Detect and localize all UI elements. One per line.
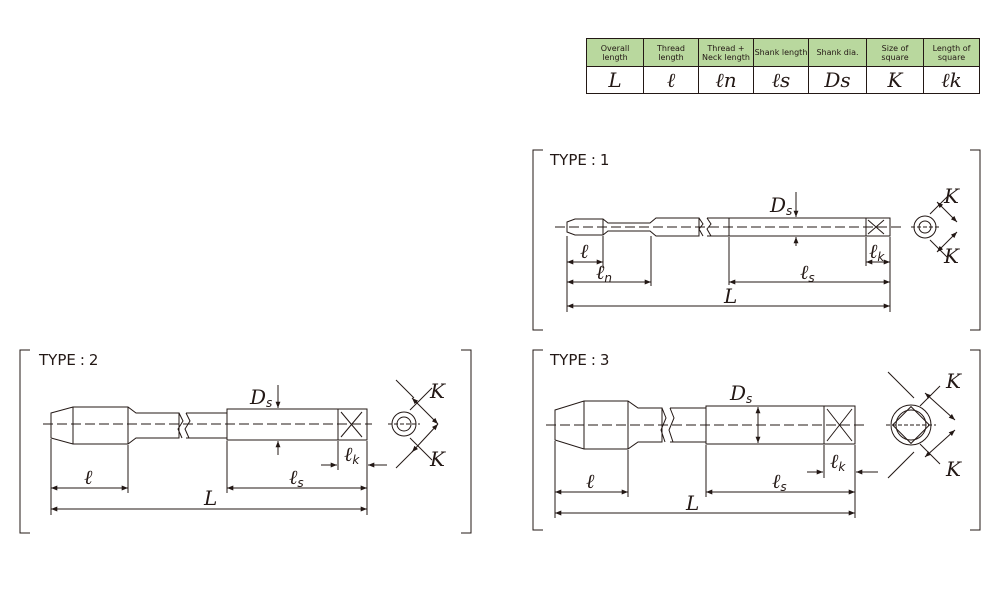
- type1-end-view: [911, 215, 939, 239]
- type1-bracket-right: [970, 149, 981, 331]
- type3-extension-lines: [554, 441, 856, 518]
- symbol-ell-n: ℓn: [698, 66, 754, 94]
- type1-tap-body: [566, 217, 891, 237]
- type2-ellk-label: ℓk: [344, 442, 360, 467]
- type2-Ds-label: Ds: [249, 385, 272, 410]
- type2-tap-body: [50, 406, 368, 445]
- symbol-K: K: [866, 66, 924, 94]
- header-shank-length: Shank length: [753, 38, 809, 67]
- type2-extension-lines: [50, 439, 368, 515]
- type1-elln-label: ℓn: [596, 260, 612, 285]
- type1-bracket-left: [532, 149, 543, 331]
- type3-bracket-left: [532, 349, 543, 531]
- type2-K-dimension: [395, 379, 439, 469]
- type3-K-dimension: [887, 371, 956, 479]
- type3-K-label-top: K: [945, 369, 962, 393]
- type2-diagram: [19, 349, 472, 534]
- header-thread-neck-length: Thread + Neck length: [698, 38, 754, 67]
- type3-ell-label: ℓ: [586, 469, 595, 493]
- header-overall-length: Overall length: [586, 38, 644, 67]
- type2-end-view: [388, 411, 420, 437]
- type3-end-view: [886, 404, 936, 446]
- type3-ells-label: ℓs: [772, 469, 787, 494]
- type2-title: TYPE:2: [38, 351, 98, 369]
- type2-L-label: L: [203, 486, 217, 510]
- symbol-L: L: [586, 66, 644, 94]
- type1-diagram: [532, 149, 981, 331]
- dimension-legend-table: Overall length Thread length Thread + Ne…: [586, 38, 980, 94]
- header-thread-length: Thread length: [643, 38, 699, 67]
- type3-Ds-label: Ds: [729, 381, 752, 406]
- type2-bracket-left: [19, 349, 30, 534]
- type1-title: TYPE:1: [549, 151, 609, 169]
- type3-bracket-right: [970, 349, 981, 531]
- type3-K-label-bottom: K: [945, 457, 962, 481]
- header-shank-dia: Shank dia.: [808, 38, 867, 67]
- type1-ellk-label: ℓk: [869, 239, 885, 264]
- type1-Ds-label: Ds: [769, 193, 792, 218]
- header-length-of-square: Length of square: [923, 38, 980, 67]
- legend-symbol-row: L ℓ ℓn ℓs Ds K ℓk: [586, 66, 980, 94]
- type2-K-label-bottom: K: [429, 447, 446, 471]
- symbol-ell: ℓ: [643, 66, 699, 94]
- type2-bracket-right: [461, 349, 472, 534]
- type2-K-label-top: K: [429, 379, 446, 403]
- symbol-ell-s: ℓs: [753, 66, 809, 94]
- type1-K-label-top: K: [943, 184, 960, 208]
- type1-L-label: L: [723, 284, 737, 308]
- type3-diagram: [532, 349, 981, 531]
- type1-K-dimension: [929, 195, 958, 259]
- type3-ellk-label: ℓk: [830, 449, 846, 474]
- header-size-of-square: Size of square: [866, 38, 924, 67]
- type1-ells-label: ℓs: [800, 260, 815, 285]
- type1-K-label-bottom: K: [943, 244, 960, 268]
- legend-header-row: Overall length Thread length Thread + Ne…: [586, 38, 980, 67]
- type2-ells-label: ℓs: [289, 465, 304, 490]
- type1-ell-label: ℓ: [580, 239, 589, 263]
- type3-L-label: L: [685, 491, 699, 515]
- symbol-Ds: Ds: [808, 66, 867, 94]
- type2-ell-label: ℓ: [84, 465, 93, 489]
- type3-title: TYPE:3: [549, 351, 609, 369]
- symbol-ell-k: ℓk: [923, 66, 980, 94]
